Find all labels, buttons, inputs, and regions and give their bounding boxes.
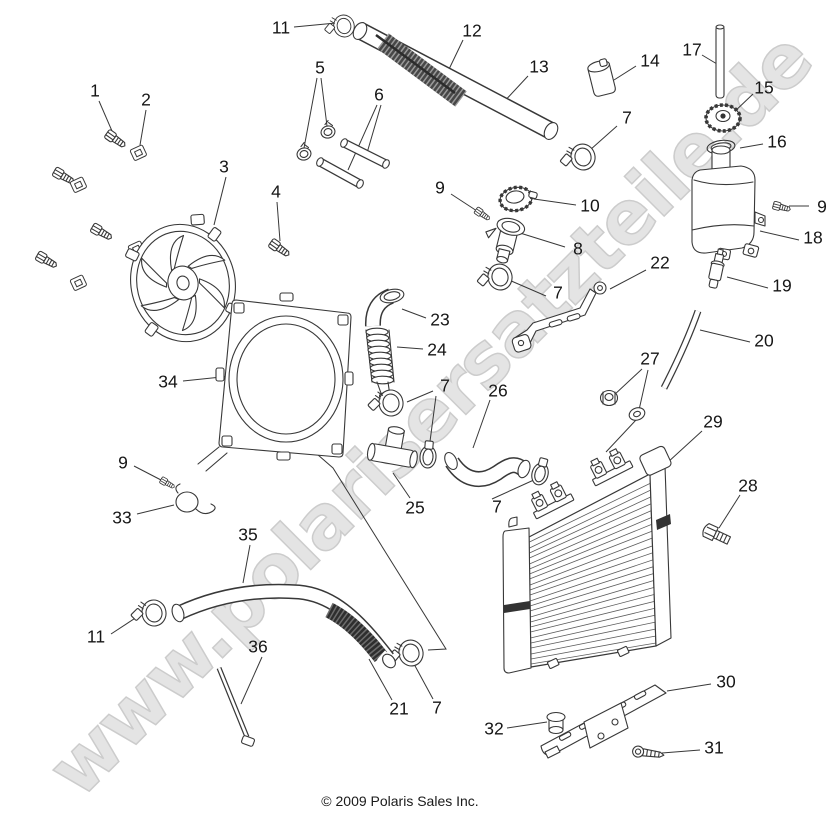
part-15-reservoir-cap (704, 103, 742, 133)
part-8-filler-neck (485, 217, 526, 264)
callout-8: 8 (573, 238, 583, 259)
callout-7e: 7 (432, 697, 442, 718)
callout-19: 19 (772, 275, 792, 296)
part-22-mounting-bracket (511, 281, 607, 353)
part-11-hose-clamp-bottom (128, 597, 169, 631)
callout-2: 2 (141, 89, 151, 110)
callout-6: 6 (374, 84, 384, 105)
part-30-lower-bracket (540, 684, 667, 759)
part-5-mini-clamps (293, 119, 337, 163)
part-11-hose-clamp-top (321, 12, 358, 43)
callout-24: 24 (427, 339, 447, 360)
callout-30: 30 (716, 671, 736, 692)
callout-10: 10 (580, 195, 600, 216)
part-34-fan-shroud (197, 292, 354, 472)
callout-7c: 7 (440, 375, 450, 396)
part-28-bolt (702, 523, 732, 545)
part-6-vent-tubes (316, 138, 390, 189)
callout-21: 21 (389, 698, 409, 719)
part-17-vent-tube (715, 24, 725, 99)
part-23-elbow-hose (364, 288, 405, 327)
callout-26: 26 (488, 380, 508, 401)
callout-32: 32 (484, 718, 504, 739)
callout-13: 13 (529, 56, 549, 77)
part-25-t-fitting (366, 426, 418, 469)
callout-28: 28 (738, 475, 758, 496)
callout-25: 25 (405, 497, 425, 518)
callout-20: 20 (754, 330, 774, 351)
part-9-screw-tank (771, 200, 792, 214)
callout-29: 29 (703, 411, 723, 432)
callout-7d: 7 (492, 496, 502, 517)
part-10-radiator-cap (498, 185, 538, 213)
callout-16: 16 (767, 131, 787, 152)
part-4-screw (267, 237, 293, 260)
callout-34: 34 (158, 371, 178, 392)
part-12-braided-sleeve (375, 33, 467, 107)
part-29-radiator (502, 445, 672, 674)
callout-7b: 7 (553, 282, 563, 303)
leader-lines (98, 22, 809, 754)
part-9-screw-neck (473, 206, 492, 223)
callout-17: 17 (682, 39, 702, 60)
part-33-spring-clip (175, 483, 216, 515)
callout-9a: 9 (435, 177, 445, 198)
callout-11b: 11 (86, 626, 106, 647)
callout-5: 5 (315, 57, 325, 78)
callout-27: 27 (640, 348, 660, 369)
part-32-well-nut (546, 711, 566, 735)
part-1-screws (34, 128, 129, 271)
part-21-mesh-sleeve (325, 602, 396, 669)
part-20-overflow-tube (660, 309, 702, 390)
callout-9c: 9 (118, 452, 128, 473)
callout-15: 15 (754, 77, 774, 98)
callout-9b: 9 (817, 196, 827, 217)
callout-35: 35 (238, 524, 258, 545)
part-19-fitting (708, 248, 725, 289)
callout-18: 18 (803, 227, 823, 248)
callout-14: 14 (640, 50, 660, 71)
callout-33: 33 (112, 507, 132, 528)
part-27-flange-nut-washer (599, 389, 646, 421)
callout-12: 12 (462, 20, 482, 41)
callout-3: 3 (219, 156, 229, 177)
callout-1: 1 (90, 80, 100, 101)
part-9-screw-bottom (158, 476, 177, 491)
part-31-screw (632, 745, 665, 758)
callout-23: 23 (430, 309, 450, 330)
part-14-rubber-cap (587, 58, 616, 97)
part-36-rod (216, 667, 255, 747)
part-26-upper-radiator-hose (444, 451, 531, 488)
part-3-cooling-fan (125, 213, 240, 343)
part-18-reservoir-tank (691, 145, 766, 261)
callout-4: 4 (271, 181, 281, 202)
callout-7a: 7 (622, 107, 632, 128)
part-24-bellows-section (365, 327, 395, 401)
copyright-text: © 2009 Polaris Sales Inc. (321, 793, 479, 809)
callout-11a: 11 (271, 17, 291, 38)
callout-22: 22 (650, 252, 670, 273)
callout-36: 36 (248, 636, 268, 657)
callout-31: 31 (704, 737, 724, 758)
